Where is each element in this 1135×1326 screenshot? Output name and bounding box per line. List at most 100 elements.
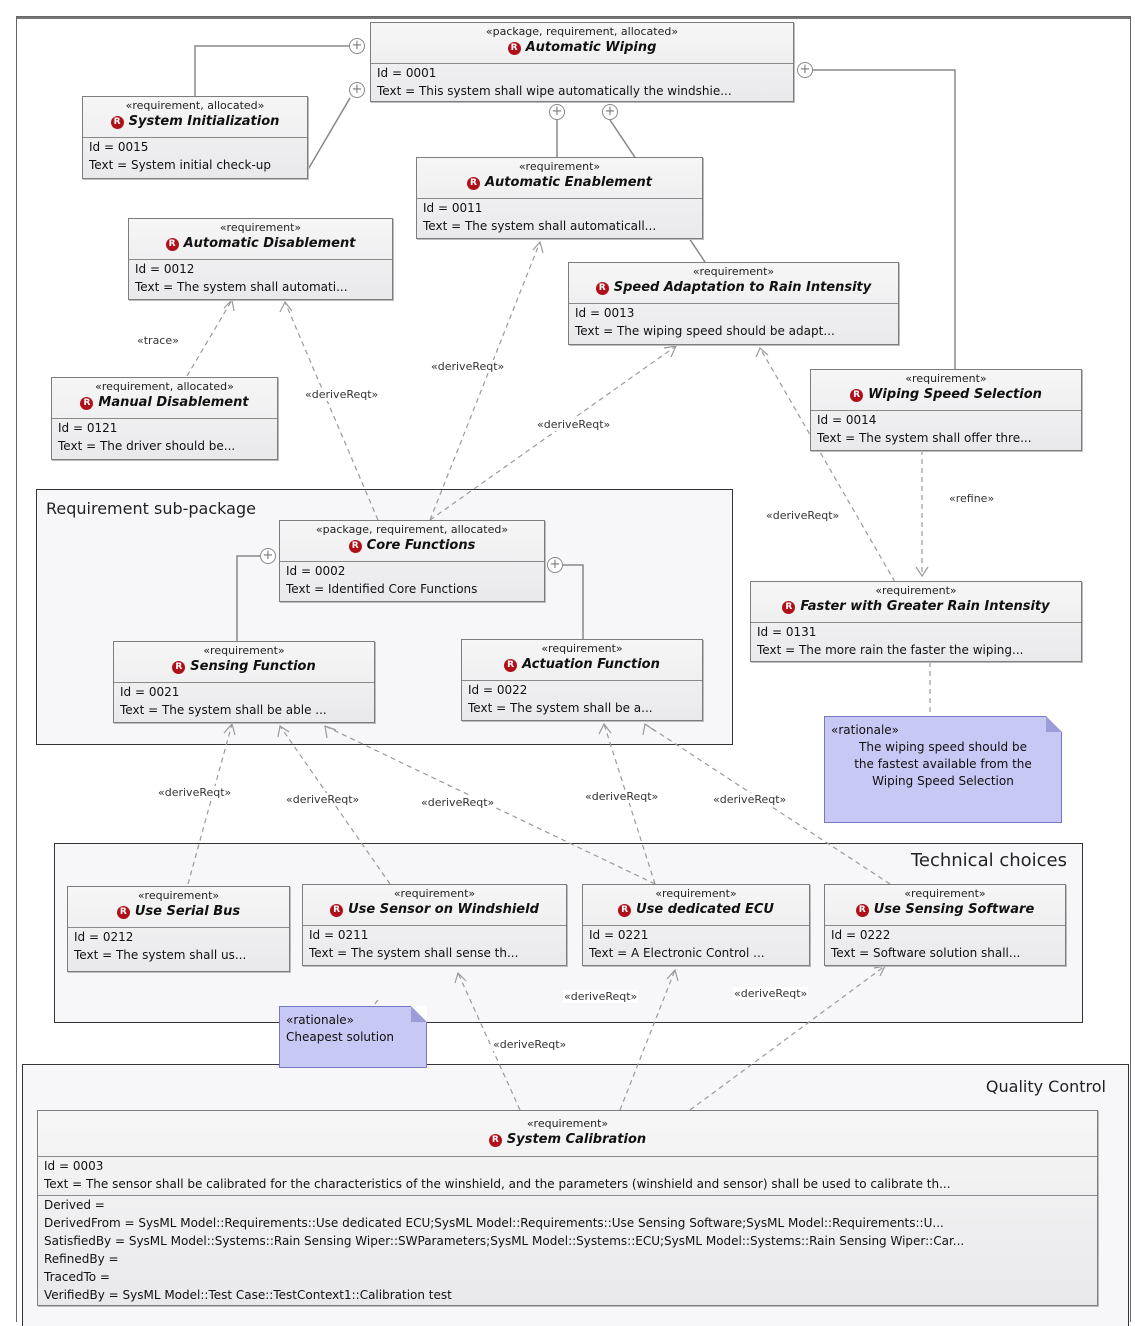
- containment-line: [194, 45, 350, 96]
- requirement-icon: R: [595, 281, 609, 295]
- requirement-name: Use Sensor on Windshield: [348, 902, 539, 917]
- diagram-frame-top: [16, 16, 1131, 19]
- requirement-id: Id = 0022: [468, 683, 528, 697]
- derive-label: «deriveReqt»: [712, 793, 788, 806]
- containment-plus-icon: +: [260, 548, 276, 564]
- stereotype: «requirement»: [219, 221, 302, 234]
- trace-label: «trace»: [136, 334, 180, 347]
- note-corner: [411, 1006, 427, 1022]
- stereotype: «requirement»: [203, 644, 285, 657]
- stereotype: «requirement»: [541, 642, 623, 655]
- requirement-text: Text = This system shall wipe automatica…: [377, 84, 732, 98]
- note-corner: [1046, 716, 1062, 732]
- requirement-id: Id = 0012: [135, 262, 195, 276]
- requirement-name: Sensing Function: [190, 659, 316, 674]
- requirement-name: Automatic Disablement: [183, 236, 356, 251]
- diagram-frame: [16, 16, 1131, 1322]
- requirement-text: Text = The wiping speed should be adapt.…: [575, 324, 835, 338]
- containment-line: [236, 555, 260, 641]
- rationale-note-wiping-speed[interactable]: «rationale» The wiping speed should be t…: [824, 716, 1062, 823]
- stereotype: «requirement»: [692, 265, 775, 278]
- derive-line: [619, 969, 676, 1111]
- requirement-icon: R: [507, 41, 521, 55]
- derive-line: [187, 723, 233, 885]
- requirement-text: Text = The sensor shall be calibrated fo…: [38, 1175, 1097, 1196]
- arrow-head: [642, 722, 656, 736]
- stereotype: «requirement»: [904, 887, 986, 900]
- refined-by-attr: RefinedBy =: [44, 1252, 119, 1266]
- stereotype: «requirement»: [137, 889, 220, 902]
- arrow-head: [223, 722, 236, 736]
- requirement-icon: R: [850, 388, 864, 402]
- derive-line: [284, 301, 379, 521]
- requirement-name: Use Serial Bus: [134, 904, 241, 919]
- requirement-id: Id = 0014: [817, 413, 877, 427]
- requirement-icon: R: [855, 903, 869, 917]
- arrow-head: [223, 298, 235, 312]
- derive-label: «deriveReqt»: [563, 990, 639, 1003]
- requirement-text: Text = System initial check-up: [89, 158, 272, 172]
- note-text: the fastest available from the: [854, 757, 1032, 771]
- note-stereotype: «rationale»: [831, 723, 900, 737]
- note-text: Wiping Speed Selection: [872, 774, 1014, 788]
- verified-by-attr: VerifiedBy = SysML Model::Test Case::Tes…: [44, 1288, 452, 1302]
- requirement-text: Text = A Electronic Control ...: [589, 946, 765, 960]
- requirement-id: Id = 0211: [309, 928, 369, 942]
- requirement-name: Automatic Enablement: [484, 175, 652, 190]
- requirement-id: Id = 0221: [589, 928, 649, 942]
- requirement-icon: R: [165, 237, 179, 251]
- note-stereotype: «rationale»: [286, 1013, 355, 1027]
- requirement-id: Id = 0002: [286, 564, 346, 578]
- requirement-name: Use dedicated ECU: [636, 902, 774, 917]
- containment-plus-icon: +: [349, 82, 365, 98]
- derive-label: «deriveReqt»: [733, 987, 809, 1000]
- requirement-text: Text = The system shall automati...: [135, 280, 348, 294]
- containment-line: [813, 69, 956, 370]
- derive-label: «deriveReqt»: [765, 509, 841, 522]
- traced-to-attr: TracedTo =: [44, 1270, 110, 1284]
- requirement-text: Text = The driver should be...: [58, 439, 236, 453]
- requirement-icon: R: [488, 1133, 502, 1147]
- requirement-name: Wiping Speed Selection: [868, 387, 1042, 402]
- stereotype: «requirement»: [875, 584, 957, 597]
- derive-line: [457, 972, 521, 1111]
- requirement-text: Text = The system shall offer thre...: [817, 431, 1032, 445]
- containment-line: [302, 97, 351, 179]
- requirement-icon: R: [618, 903, 632, 917]
- requirement-id: Id = 0222: [831, 928, 891, 942]
- arrow-head: [915, 566, 929, 578]
- derive-line: [429, 241, 541, 521]
- requirement-use-dedicated-ecu[interactable]: «requirement» R Use dedicated ECU Id = 02…: [582, 884, 810, 966]
- rationale-note-cheapest[interactable]: «rationale» Cheapest solution: [279, 1006, 427, 1068]
- requirement-text: Text = Software solution shall...: [831, 946, 1021, 960]
- arrow-head: [454, 971, 467, 984]
- derive-label: «deriveReqt»: [430, 360, 506, 373]
- satisfied-by-attr: SatisfiedBy = SysML Model::Systems::Rain…: [44, 1234, 965, 1248]
- derive-line: [759, 347, 896, 583]
- arrow-head: [279, 300, 293, 313]
- arrow-head: [598, 722, 612, 735]
- derive-label: «deriveReqt»: [304, 388, 380, 401]
- requirement-name: Faster with Greater Rain Intensity: [800, 599, 1050, 614]
- requirement-name: System Calibration: [506, 1132, 647, 1147]
- derive-line: [603, 723, 656, 885]
- refine-label: «refine»: [948, 492, 996, 505]
- stereotype: «requirement»: [655, 887, 737, 900]
- requirement-automatic-disablement[interactable]: «requirement» R Automatic Disablement Id …: [128, 218, 393, 300]
- requirement-text: Text = The system shall be a...: [468, 701, 653, 715]
- containment-plus-icon: +: [349, 38, 365, 54]
